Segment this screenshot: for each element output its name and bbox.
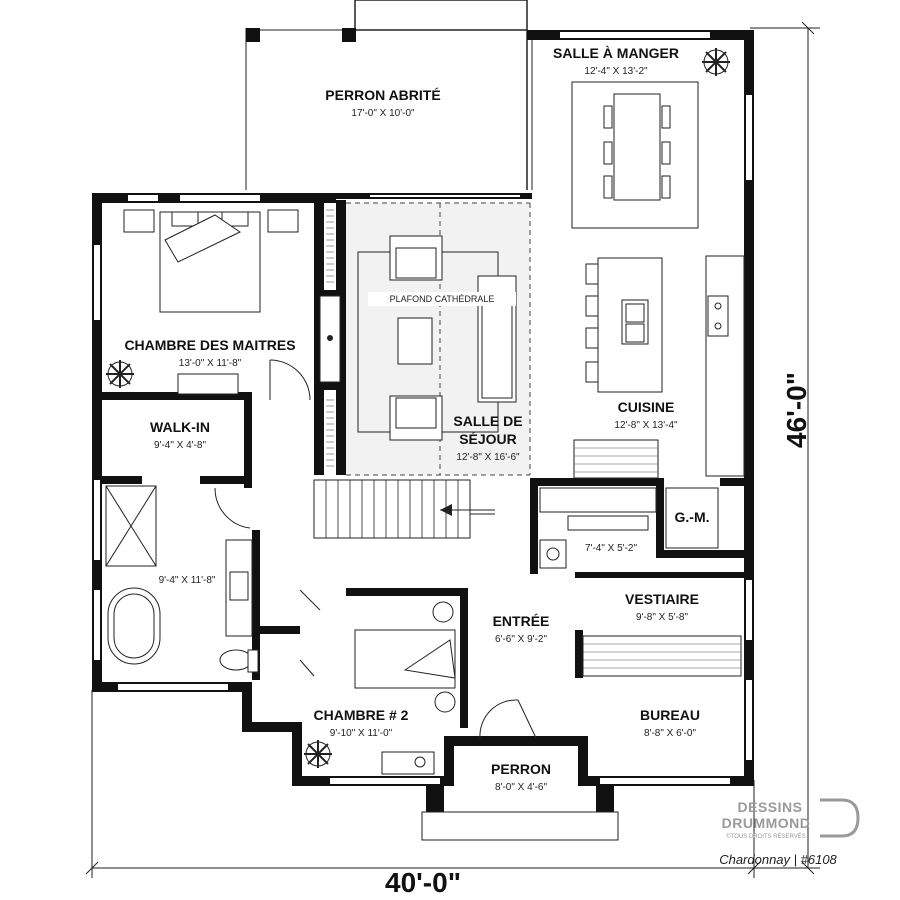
brand-line1: DESSINS [738, 799, 803, 815]
master-bed [123, 209, 299, 395]
vestiaire-closet [582, 635, 742, 677]
dining-table [571, 81, 699, 229]
room-name-salle-de-sejour-1: SALLE DE [453, 413, 522, 429]
room-dims-bureau: 8'-8" X 6'-0" [644, 728, 697, 739]
dimension-lines [85, 21, 820, 878]
room-dims-salle-de-sejour: 12'-8" X 16'-6" [456, 452, 520, 463]
room-dims-perron-abrite: 17'-0" X 10'-0" [351, 108, 415, 119]
front-porch [421, 786, 619, 841]
room-dims-pantry: 7'-4" X 5'-2" [585, 543, 638, 554]
room-dims-entree: 6'-6" X 9'-2" [495, 634, 548, 645]
room-name-salle-a-manger: SALLE À MANGER [553, 45, 679, 61]
room-name-chambre-des-maitres: CHAMBRE DES MAITRES [124, 337, 295, 353]
brand-logo: DESSINS DRUMMOND ©TOUS DROITS RÉSERVÉS [722, 798, 860, 840]
room-dims-vestiaire: 9'-8" X 5'-8" [636, 612, 689, 623]
plant-icon-dining [702, 48, 730, 76]
room-dims-cuisine: 12'-8" X 13'-4" [614, 420, 678, 431]
room-dims-chambre-2: 9'-10" X 11'-0" [330, 728, 393, 739]
room-name-walk-in: WALK-IN [150, 419, 210, 435]
room-name-bureau: BUREAU [640, 707, 700, 723]
walls [92, 30, 754, 786]
brand-rights: ©TOUS DROITS RÉSERVÉS [726, 833, 806, 840]
overall-depth: 46'-0" [781, 372, 812, 448]
bathroom-fixtures [105, 485, 259, 673]
room-name-perron-abrite: PERRON ABRITÉ [325, 87, 440, 103]
room-dims-perron: 8'-0" X 4'-6" [495, 782, 548, 793]
staircase [313, 479, 495, 539]
laundry-fixtures [539, 487, 719, 569]
kitchen-island [573, 255, 745, 479]
room-dims-bathroom: 9'-4" X 11'-8" [159, 575, 216, 586]
room-dims-walk-in: 9'-4" X 4'-8" [154, 440, 207, 451]
brand-line2: DRUMMOND [722, 815, 811, 831]
note-plafond-cathedrale: PLAFOND CATHÉDRALE [390, 294, 495, 304]
plant-icon-master [106, 360, 134, 388]
wall-hatching [326, 209, 334, 467]
door-swings [214, 359, 537, 739]
living-furniture [357, 235, 517, 441]
room-name-entree: ENTRÉE [493, 613, 550, 629]
room-name-salle-de-sejour-2: SÉJOUR [459, 431, 517, 447]
room-name-gm: G.-M. [675, 509, 710, 525]
room-name-vestiaire: VESTIAIRE [625, 591, 699, 607]
room-name-cuisine: CUISINE [618, 399, 675, 415]
plan-credit: Chardonnay | #6108 [719, 852, 837, 867]
room-name-chambre-2: CHAMBRE # 2 [314, 707, 409, 723]
bedroom2-bed [354, 601, 456, 775]
covered-porch [246, 0, 533, 190]
room-name-perron: PERRON [491, 761, 551, 777]
room-dims-salle-a-manger: 12'-4" X 13'-2" [584, 66, 648, 77]
room-labels: PERRON ABRITÉ 17'-0" X 10'-0" SALLE À MA… [124, 45, 709, 793]
overall-width: 40'-0" [385, 867, 461, 898]
room-dims-chambre-des-maitres: 13'-0" X 11'-8" [179, 358, 242, 369]
plant-icon-bedroom2 [304, 740, 332, 768]
